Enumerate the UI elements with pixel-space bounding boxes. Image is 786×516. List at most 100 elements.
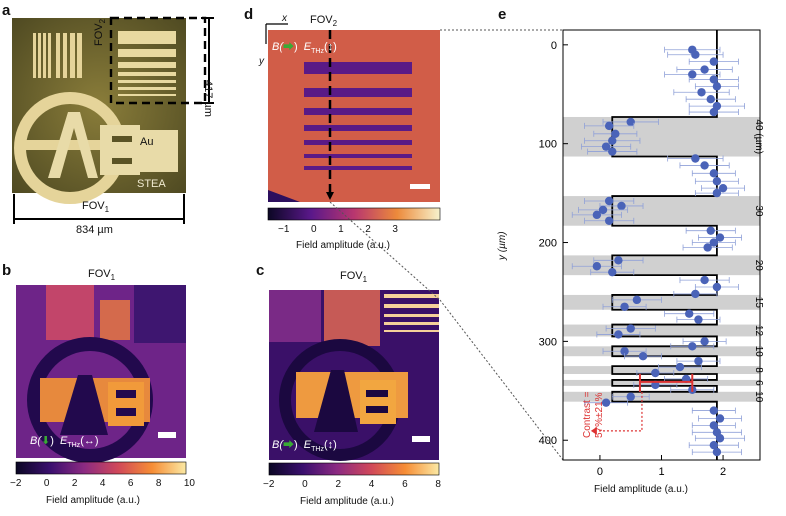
shaded-band [563,196,760,226]
data-point [709,406,719,415]
data-point [700,65,709,74]
data-point [617,201,626,211]
green-arrow-right-icon: ⮕ [283,439,294,451]
band-width-label: 40 (µm) [753,119,764,154]
y-tick-label: 200 [539,238,557,250]
band-width-label: 20 [753,260,764,272]
zoom-line-bottom [439,299,564,461]
colorbar-label-b: Field amplitude (a.u.) [46,495,140,506]
data-point [614,256,623,265]
data-point [611,129,620,138]
data-point [709,107,719,117]
dimension-417 [201,17,214,104]
colorbar-b [15,461,187,475]
data-point [608,147,617,156]
y-tick-label: 400 [539,435,557,447]
data-point [715,233,725,242]
data-point [685,309,694,318]
data-point [700,337,709,346]
data-point [592,262,602,271]
colorbar-ticks-c: −2 0 2 4 6 8 [263,479,441,490]
shaded-band [563,116,760,157]
data-point [608,136,617,145]
panel-label-a: a [2,2,11,19]
data-point [712,82,722,91]
field-label-d: B(⮕) ETHz(↕) [272,41,337,56]
axis-x-label-d: x [282,13,287,24]
data-point [592,210,602,220]
data-point [709,75,719,84]
contrast-arrow-icon [590,426,597,435]
data-point [691,50,700,59]
panel-label-e: e [498,6,507,23]
data-point [712,447,722,457]
white-arrow-vertical-icon: ↕ [327,439,334,451]
heatmap-d [268,30,440,202]
y-tick-label: 100 [539,139,557,151]
data-point [709,440,719,450]
shaded-band [563,391,760,402]
microscope-image [12,18,186,204]
data-point [632,295,642,305]
white-arrow-horizontal-icon: ↔ [83,435,95,447]
x-tick-label: 2 [720,466,726,478]
band-width-label: 10 [753,346,764,358]
x-tick-label: 1 [658,466,664,478]
data-point [700,275,709,285]
white-arrow-vertical-icon: ↕ [327,41,334,53]
data-point [688,70,697,79]
data-point [694,356,703,366]
xlabel-e: Field amplitude (a.u.) [594,484,688,495]
band-width-label: 15 [753,297,764,309]
data-point [614,330,623,339]
dim-horizontal-label: 834 µm [76,224,113,236]
data-point [604,121,614,131]
field-label-c: B(⮕) ETHz(↕) [272,439,337,454]
data-point [709,238,719,247]
data-point [712,177,722,186]
data-point [709,421,719,430]
panel-label-d: d [244,6,254,23]
colorbar-d [267,207,441,221]
data-point [620,347,629,356]
zoom-line-mid [329,201,441,301]
data-point [620,302,629,311]
axis-y-label-d: y [259,56,264,67]
band-width-label: 30 [753,205,764,217]
colorbar-ticks-b: −2 0 2 4 6 8 10 [10,478,195,489]
shaded-band [563,346,760,357]
band-width-label: 6 [753,380,764,386]
fov1-title-b: FOV1 [88,268,116,283]
y-tick-label: 300 [539,336,557,348]
fov1-title-c: FOV1 [340,270,368,285]
green-arrow-down-icon: ⬇ [41,435,51,447]
dimension-834 [13,194,185,224]
data-point [598,205,608,215]
panel-label-c: c [256,262,265,279]
data-point [601,398,611,407]
heatmap-b [16,285,186,463]
data-point [706,226,715,235]
shaded-band [563,366,760,374]
shaded-band [563,379,760,386]
fov2-dashed-box [109,16,207,105]
data-point [715,414,725,423]
field-label-b: B(⬇) ETHz(↔) [30,435,99,450]
panel-label-b: b [2,262,12,279]
data-point [706,94,715,104]
data-point [694,315,703,324]
shaded-band [563,324,760,337]
data-point [709,57,719,66]
data-point [709,169,719,178]
y-tick-label: 0 [551,40,557,52]
heatmap-c [269,290,439,461]
data-point [712,282,722,292]
x-tick-label: 0 [597,466,603,478]
colorbar-label-c: Field amplitude (a.u.) [300,496,394,507]
data-point [675,362,685,372]
colorbar-c [268,462,440,476]
data-point [651,368,660,378]
data-point [703,243,712,252]
stea-label: STEA [137,178,166,190]
